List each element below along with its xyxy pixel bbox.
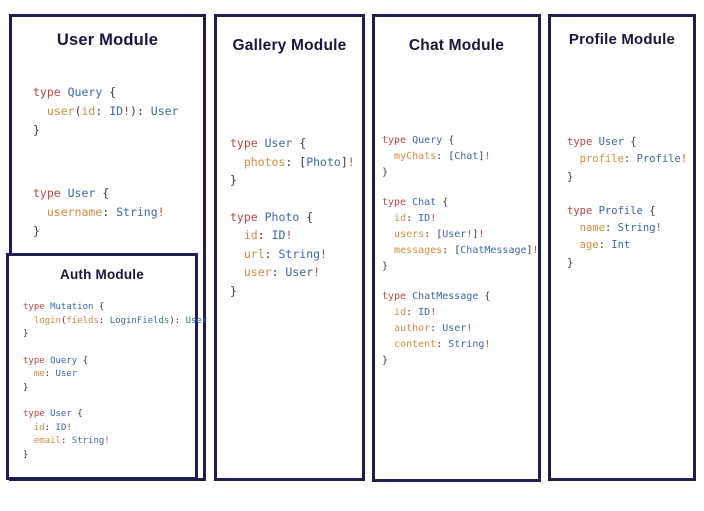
code-line: id: ID! [394, 213, 437, 225]
code-line: username: String! [46, 205, 165, 219]
code-line: } [567, 256, 574, 269]
panel-title-auth-module: Auth Module [60, 267, 144, 282]
code-line: type User { [33, 186, 110, 200]
code-line: } [382, 166, 389, 178]
code-line: id: ID! [243, 228, 293, 242]
code-area-user-module: type Query { user(id: ID!): User} type Us… [33, 83, 179, 285]
code-line: me: User [33, 369, 78, 379]
panel-title-user-module: User Module [56, 31, 159, 49]
code-line: type Query { [23, 355, 89, 366]
code-line: type Photo { [230, 209, 314, 224]
code-line: } [230, 283, 237, 298]
code-line: type ChatMessage { [382, 291, 491, 303]
code-line: type Profile { [567, 204, 656, 217]
code-line: type User { [230, 136, 307, 150]
panel-title-gallery-module: Gallery Module [232, 37, 347, 54]
code-line: user(id: ID!): User [46, 104, 179, 118]
code-line: } [23, 329, 29, 339]
code-line: messages: [ChatMessage]! [394, 244, 539, 256]
code-line: content: String! [394, 338, 491, 350]
code-line: users: [User!]! [394, 228, 485, 240]
code-line: author: User! [394, 322, 473, 334]
code-line: email: String! [33, 436, 110, 446]
code-line: type Query { [382, 135, 455, 146]
code-line: } [382, 260, 389, 272]
panel-title-profile-module: Profile Module [568, 31, 676, 48]
code-line: type Query { [33, 85, 117, 99]
code-line: photos: [Photo]! [243, 154, 355, 169]
code-line: } [33, 123, 40, 137]
panel-auth-module: Auth Module type Mutation { login(fields… [6, 253, 207, 480]
code-line: } [23, 449, 29, 460]
code-area-profile-module: type User { profile: Profile!} type Profi… [567, 134, 687, 289]
code-line: url: String! [243, 246, 327, 261]
code-line: type Chat { [382, 197, 449, 209]
code-area-auth-module: type Mutation { login(fields: LoginField… [23, 301, 207, 475]
code-line: profile: Profile! [579, 153, 688, 166]
panel-gallery-module: Gallery Module type User { photos: [Phot… [214, 14, 365, 481]
code-line: } [230, 173, 237, 187]
code-line: } [33, 224, 40, 238]
code-line: id: ID! [33, 422, 72, 433]
code-line: user: User! [243, 265, 321, 279]
code-area-chat-module: type Query { myChats: [Chat]!} type Chat … [382, 133, 539, 383]
code-line: login(fields: LoginFields): User [33, 315, 208, 326]
panel-profile-module: Profile Module type User { profile: Prof… [548, 14, 696, 481]
code-area-gallery-module: type User { photos: [Photo]!} type Photo … [230, 134, 355, 318]
panel-chat-module: Chat Module type Query { myChats: [Chat]… [372, 14, 541, 482]
code-line: type Mutation { [23, 302, 105, 312]
code-line: } [382, 354, 389, 366]
code-line: } [23, 382, 29, 393]
code-line: name: String! [579, 222, 662, 235]
code-line: age: Int [579, 239, 631, 252]
panel-title-chat-module: Chat Module [408, 37, 505, 54]
code-line: type User { [567, 136, 637, 148]
code-line: } [567, 170, 574, 183]
code-line: type User { [23, 409, 83, 419]
code-line: myChats: [Chat]! [394, 150, 491, 162]
code-line: id: ID! [394, 307, 437, 319]
